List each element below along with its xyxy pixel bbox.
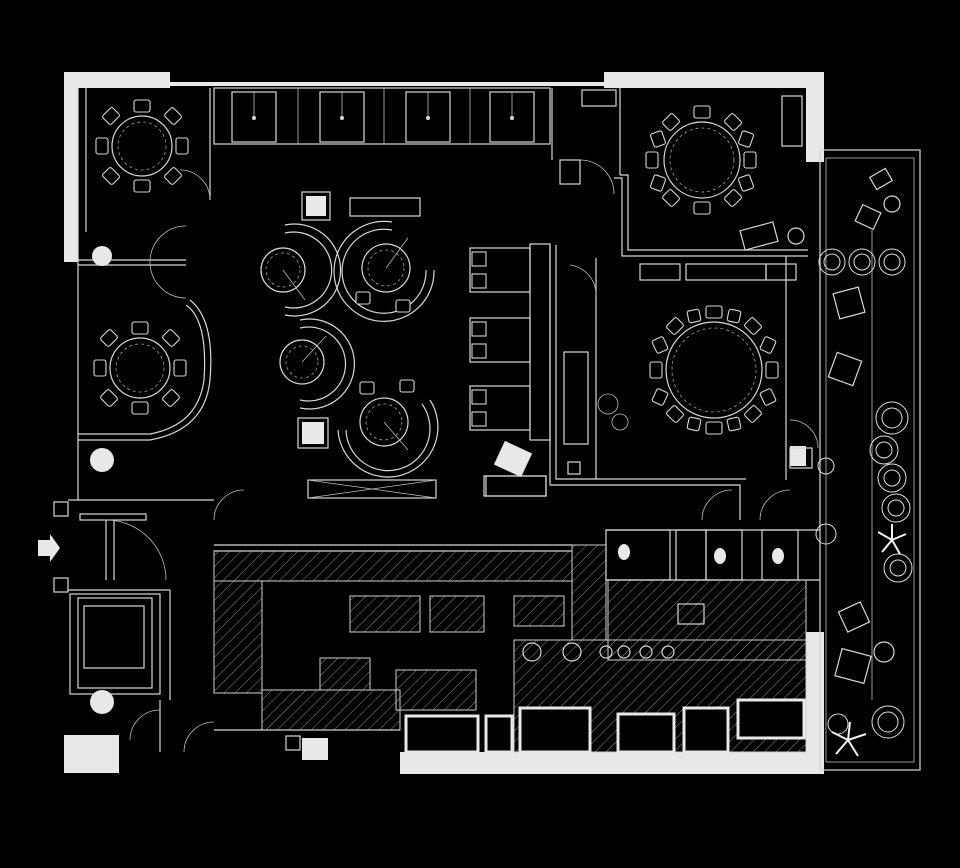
semicircle-booths xyxy=(260,191,439,499)
restrooms xyxy=(605,446,806,581)
round-table-mid-left xyxy=(93,321,187,415)
four-top-tables xyxy=(469,243,551,497)
entrance xyxy=(38,501,167,695)
booths-top xyxy=(213,87,551,145)
doors xyxy=(129,159,819,753)
round-table-right-middle xyxy=(563,305,779,475)
arrow-right-icon xyxy=(38,534,60,562)
terrace xyxy=(819,149,921,771)
kitchen xyxy=(213,544,807,760)
planters xyxy=(815,248,913,757)
columns xyxy=(90,246,114,714)
round-table-top-right xyxy=(645,105,757,215)
service-fixtures xyxy=(483,89,813,497)
round-table-top-left xyxy=(95,99,189,193)
